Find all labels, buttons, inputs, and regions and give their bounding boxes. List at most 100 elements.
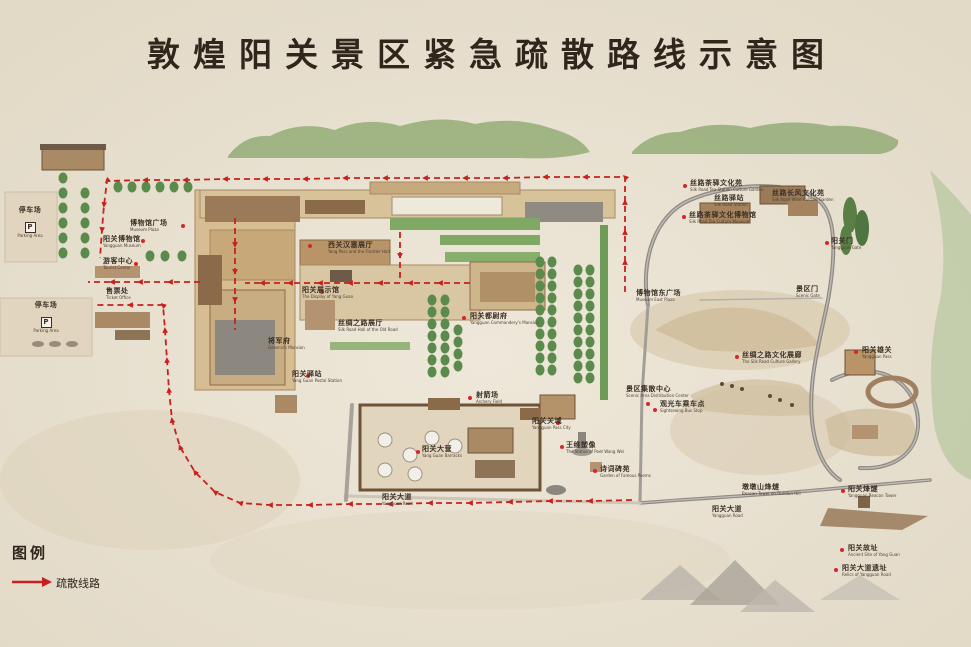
tree (440, 306, 450, 318)
place-name-cn: 景区门 (796, 285, 819, 293)
place-name-cn: 诗词碑苑 (600, 465, 630, 473)
pass-city-gate (539, 394, 576, 420)
tree (58, 187, 68, 199)
location-dot (306, 374, 310, 378)
place-name-cn: 王维塑像 (566, 441, 596, 449)
place-label-parking-north: 停车场 P Parking Area (8, 206, 52, 238)
green-edge-right (930, 170, 971, 480)
place-name-cn: 丝路驿站 (714, 194, 744, 202)
place-name-en: Yang Pass and the Frontier Hall (328, 248, 390, 254)
route-north-loop (99, 174, 630, 292)
beacon-tower (858, 496, 870, 508)
tree (427, 342, 437, 354)
tree (585, 324, 595, 336)
tea-culture-garden (699, 202, 751, 224)
place-name-en: Museum Plaza (130, 226, 159, 232)
tree (155, 181, 165, 193)
tree (169, 181, 179, 193)
place-name-en: Yangguan Gate (831, 244, 862, 250)
tree (58, 202, 68, 214)
tree (80, 232, 90, 244)
tree (427, 366, 437, 378)
location-dot (308, 244, 312, 248)
watch-tower (198, 255, 222, 305)
place-name-cn: 售票处 (106, 287, 129, 295)
tree (573, 336, 583, 348)
camel (778, 398, 782, 402)
parked-car (32, 341, 44, 347)
location-dot (653, 408, 657, 412)
tree (535, 328, 545, 340)
camel (740, 387, 744, 391)
tree (547, 268, 557, 280)
pass-fort (844, 349, 876, 376)
tree (535, 364, 545, 376)
place-name-en: Archery Field (476, 398, 503, 404)
tree (547, 280, 557, 292)
place-name-en: Yangguan Pass (862, 353, 892, 359)
barracks-gate (428, 398, 460, 410)
tree (58, 247, 68, 259)
place-name-en: Yangguan Beacon Tower (848, 492, 897, 498)
place-name-cn: 阳关大道 (712, 505, 742, 513)
place-name-cn: 阳关大营 (422, 445, 452, 453)
place-name-cn: 停车场 (18, 206, 42, 214)
camel (790, 403, 794, 407)
sand-ridge (690, 379, 814, 416)
tree (80, 187, 90, 199)
place-name-cn: 阳关雄关 (862, 346, 892, 354)
location-dots (134, 184, 858, 572)
tree (80, 247, 90, 259)
place-name-en: Museum East Plaza (636, 296, 675, 302)
tree (440, 366, 450, 378)
road-loop-inner (645, 185, 841, 481)
tree (573, 300, 583, 312)
location-dot (560, 445, 564, 449)
visitor-building (95, 312, 150, 328)
lawn (440, 235, 540, 245)
silk-road-station (788, 200, 818, 216)
location-dot (320, 290, 324, 294)
location-dot (556, 421, 560, 425)
place-name-en: Ticket Office (106, 294, 131, 300)
place-name-cn: 游客中心 (103, 257, 133, 265)
tree (427, 354, 437, 366)
place-name-cn: 景区集散中心 (626, 385, 671, 393)
entrance-gate-roof (40, 144, 106, 150)
place-name-en: Yang Guan Barracks (422, 452, 463, 458)
place-name-en: General's Mansion (268, 344, 305, 350)
tree (573, 264, 583, 276)
road-west-link (638, 303, 650, 505)
northwest-halls (205, 196, 300, 222)
tree (573, 324, 583, 336)
tree-grove (855, 210, 869, 246)
tree (585, 336, 595, 348)
parked-car (49, 341, 61, 347)
place-name-en: Ancient Site of Yang Guan (848, 551, 900, 557)
postal-station (275, 395, 297, 413)
location-dot (593, 469, 597, 473)
yurt (377, 432, 393, 448)
barracks-compound (358, 398, 542, 492)
tree (453, 360, 463, 372)
place-name-cn: 阳关大道 (382, 493, 412, 501)
place-name-cn: 停车场 (34, 301, 58, 309)
tree (535, 268, 545, 280)
tree (547, 316, 557, 328)
location-dot (416, 450, 420, 454)
place-name-en: Sightseeing Bus Stop (660, 407, 703, 413)
location-dot (462, 316, 466, 320)
